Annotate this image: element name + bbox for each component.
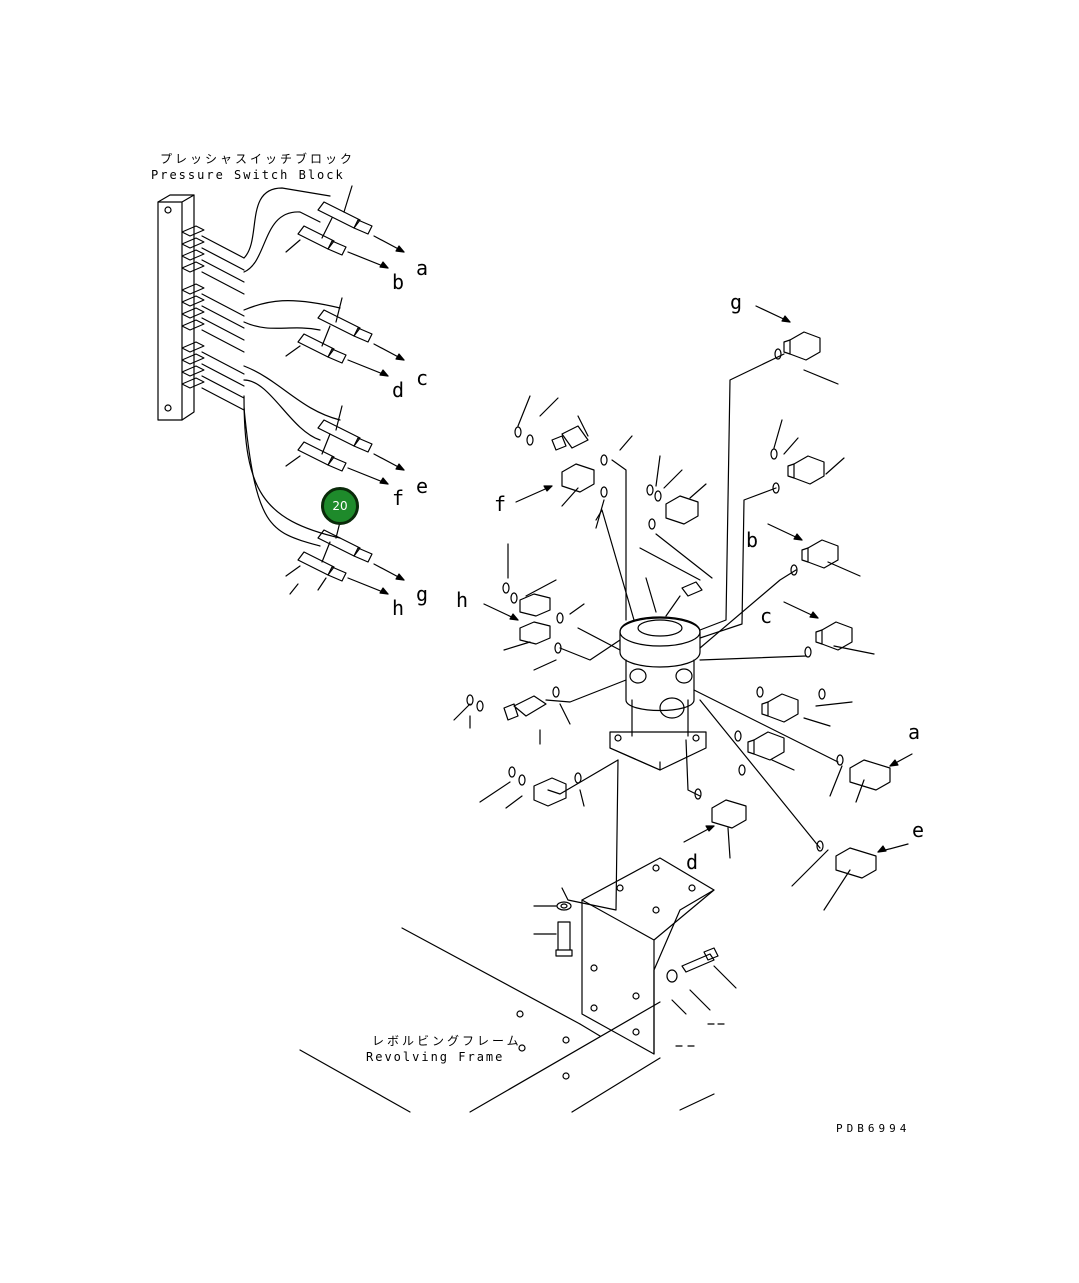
pressure-switch-block-title-en: Pressure Switch Block — [151, 168, 345, 182]
swivel-lines — [545, 353, 839, 911]
port-letter-g-left: g — [416, 582, 429, 606]
elbow-fittings — [503, 331, 891, 879]
port-letter-b-left: b — [392, 270, 405, 294]
hoses-left — [243, 187, 341, 547]
port-letter-a-right: a — [908, 720, 921, 744]
port-letter-c-left: c — [416, 366, 429, 390]
part-callout-badge[interactable]: 20 — [321, 487, 359, 525]
port-letter-a-left: a — [416, 256, 429, 280]
port-letter-f-left: f — [392, 486, 405, 510]
drawing-code: PDB6994 — [836, 1122, 911, 1135]
bolt — [533, 901, 737, 1015]
pressure-switch-block-title-jp: プレッシャスイッチブロック — [160, 152, 356, 166]
revolving-frame — [299, 927, 725, 1113]
port-letter-h-right: h — [456, 588, 469, 612]
o-rings — [453, 348, 875, 911]
port-letter-f-right: f — [494, 492, 507, 516]
port-letter-g-right: g — [730, 290, 743, 314]
port-letter-d-right: d — [686, 850, 699, 874]
pressure-switch-block — [157, 194, 245, 421]
revolving-frame-title-jp: レボルビングフレーム — [372, 1034, 522, 1048]
right-arrows — [483, 305, 913, 853]
hose-fittings — [285, 185, 373, 595]
swivel-joint — [609, 577, 707, 771]
revolving-frame-title-en: Revolving Frame — [366, 1050, 505, 1064]
left-arrows — [347, 235, 405, 595]
bracket — [581, 857, 715, 1055]
port-letter-d-left: d — [392, 378, 405, 402]
port-letter-c-right: c — [760, 604, 773, 628]
port-letter-e-right: e — [912, 818, 925, 842]
port-letter-b-right: b — [746, 528, 759, 552]
port-letter-e-left: e — [416, 474, 429, 498]
port-letter-h-left: h — [392, 596, 405, 620]
